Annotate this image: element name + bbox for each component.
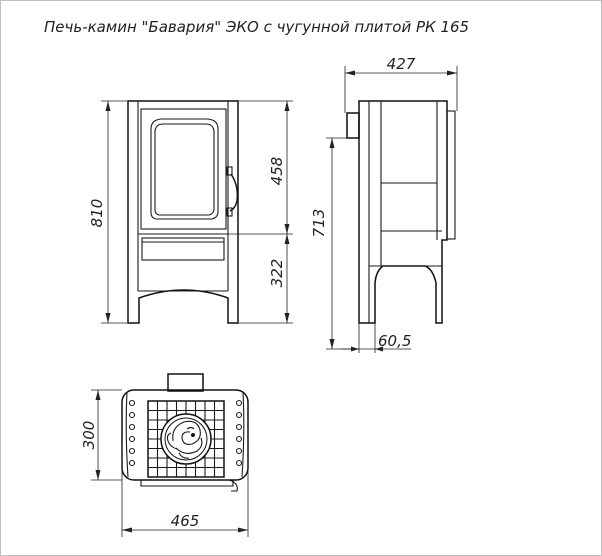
plan-view xyxy=(121,373,249,492)
plan-front-lip xyxy=(140,480,234,487)
door-handle xyxy=(229,173,239,212)
plan-handle xyxy=(228,479,238,492)
dim-60-5: 60,5 xyxy=(341,323,411,353)
door-glass xyxy=(150,118,219,220)
plan-flue xyxy=(167,373,204,392)
door-hinge-top xyxy=(226,166,233,176)
plan-left-holes xyxy=(128,399,136,467)
dim-713-label: 713 xyxy=(310,209,328,238)
ash-drawer xyxy=(141,237,225,261)
dim-465-label: 465 xyxy=(171,512,200,530)
drawing-title: Печь-камин "Бавария" ЭКО с чугунной плит… xyxy=(44,18,470,36)
plan-left-rim xyxy=(125,391,129,478)
dim-60-5-label: 60,5 xyxy=(378,332,411,350)
plan-body-outline xyxy=(121,389,249,481)
dim-427: 427 xyxy=(344,55,458,113)
flue-pipe xyxy=(346,112,360,139)
side-body-outline xyxy=(358,100,448,324)
side-view xyxy=(346,100,456,324)
plan-right-holes xyxy=(235,399,243,467)
front-view xyxy=(127,100,239,324)
side-door-profile xyxy=(446,110,456,240)
door-hinge-bottom xyxy=(226,207,233,217)
dim-300: 300 xyxy=(80,389,122,481)
dim-300-label: 300 xyxy=(80,421,98,450)
dim-458-322: 458 322 xyxy=(228,100,293,324)
dim-810: 810 xyxy=(88,100,128,324)
dim-322-label: 322 xyxy=(268,259,286,288)
door-frame xyxy=(140,108,227,230)
dim-465: 465 xyxy=(121,441,249,537)
dim-427-label: 427 xyxy=(387,55,416,73)
plan-right-rim xyxy=(241,391,245,478)
dragon-ornament xyxy=(166,420,203,459)
dim-458-label: 458 xyxy=(268,157,286,186)
dim-810-label: 810 xyxy=(88,199,106,228)
door-glass-inner xyxy=(154,123,215,216)
dim-713: 713 xyxy=(310,137,359,350)
front-body-outline xyxy=(127,100,239,324)
